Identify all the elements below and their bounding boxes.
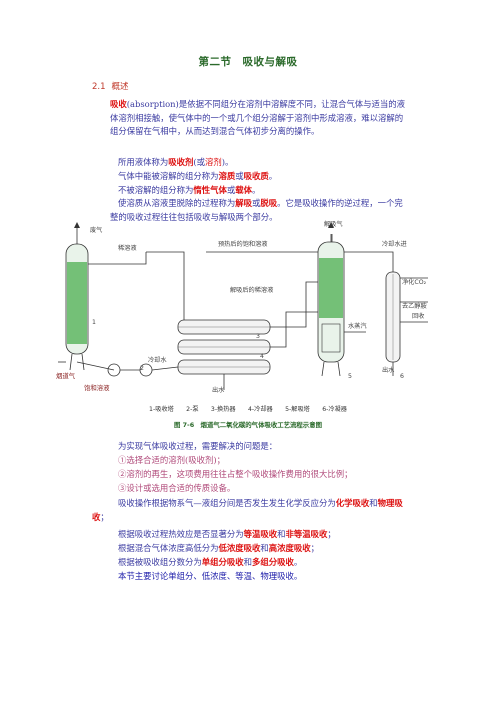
term-absorption: 吸收 [110,99,127,109]
def-solute: 气体中能被溶解的组分称为溶质或吸收质。 [118,171,278,181]
condenser [344,251,428,376]
section-number: 2.1 [92,82,106,92]
figure-caption: 图 7-6 烟道气二氧化碳的气体吸收工艺流程示意图 [174,421,322,429]
problem-item: ③设计或选用合适的传质设备。 [118,483,236,493]
label-water-out-2: 出水 [382,366,395,374]
desorption-tower [317,222,366,377]
intro-paragraph: 吸收(absorption)是依据不同组分在溶剂中溶解度不同，让混合气体与适当的… [110,98,410,139]
problem-item: ①选择合适的溶剂(吸收剂)； [118,455,226,465]
def-solvent: 所用液体称为吸收剂(或溶剂)。 [118,157,234,167]
label-lean-solution: 稀溶液 [118,244,137,252]
label-rich-solution: 饱和溶液 [84,383,110,392]
closing-sentence: 本节主要讨论单组分、低浓度、等温、物理吸收。 [118,571,303,581]
svg-text:5: 5 [348,373,352,380]
heat-exchanger [177,319,271,355]
svg-text:3: 3 [256,333,260,340]
svg-text:4: 4 [260,353,264,360]
label-desorbed-gas: 解吸气 [324,220,343,228]
def-inert: 不被溶解的组分称为惰性气体或载体。 [118,185,261,195]
intro-text: (absorption)是依据不同组分在溶剂中溶解度不同，让混合气体与适当的液体… [110,99,405,136]
svg-text:1: 1 [92,319,96,326]
process-flow-diagram: 废气 解吸气 稀溶液 预热后的饱和溶液 冷却水进 净化CO₂ 解吸后的稀溶液 去… [56,220,428,394]
label-ethanolamine: 去乙醇胺 [402,302,427,310]
label-heated-rich: 预热后的饱和溶液 [218,240,268,248]
label-flue-gas: 烟道气 [56,371,76,380]
label-desorbed-lean: 解吸后的稀溶液 [230,286,273,294]
classify-concentration: 根据混合气体浓度高低分为低浓度吸收和高浓度吸收； [118,543,319,553]
problem-item: ②溶剂的再生，这项费用往往占整个吸收操作费用的很大比例； [118,469,353,479]
desorption-paragraph: 使溶质从溶液里脱除的过程称为解吸或脱吸。它是吸收操作的逆过程，一个完整的吸收过程… [110,198,403,222]
label-clean-co2: 净化CO₂ [402,278,427,286]
svg-text:2: 2 [140,365,144,372]
label-cooling-in: 冷却水进 [382,240,407,248]
diagram-legend: 1-吸收塔 2-泵 3-换热器 4-冷却器 5-解吸塔 6-冷凝器 [149,406,347,413]
svg-text:6: 6 [400,373,404,380]
label-recovery: 回收 [412,312,424,320]
absorption-tower [65,222,89,371]
label-cooling-water: 冷却水 [148,356,167,364]
section-title: 概述 [111,82,129,92]
page-title: 第二节 吸收与解吸 [198,56,298,68]
label-water-out: 出水 [212,386,225,394]
label-exhaust: 废气 [90,226,102,234]
classify-components: 根据被吸收组分数分为单组分吸收和多组分吸收。 [118,557,303,567]
section-heading: 2.1 概述 [92,80,129,92]
classify-thermal: 根据吸收过程热效应是否显著分为等温吸收和非等温吸收； [118,529,336,539]
label-steam: 水蒸汽 [348,322,367,330]
classify-chemical: 吸收操作根据物系气—液组分间是否发生发生化学反应分为化学吸收和物理吸收； [92,498,403,522]
problems-intro: 为实现气体吸收过程，需要解决的问题是： [118,441,278,451]
cooler [177,359,271,375]
